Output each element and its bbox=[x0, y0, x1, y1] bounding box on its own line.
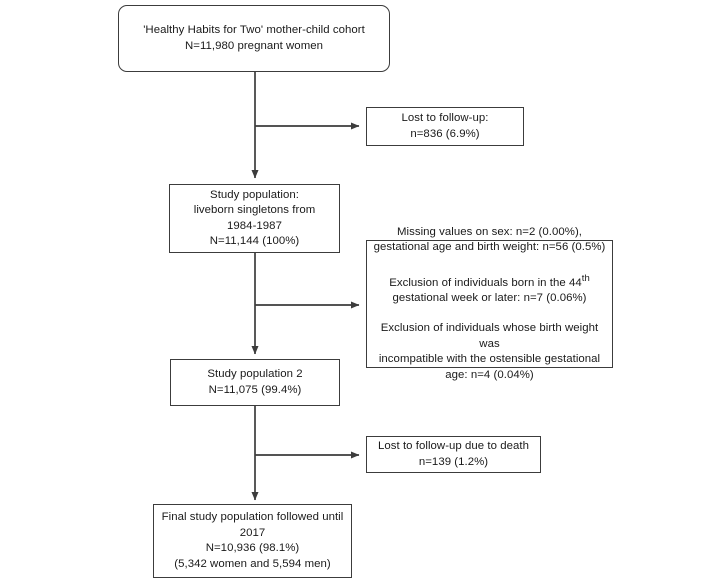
node-cohort[interactable]: 'Healthy Habits for Two' mother-child co… bbox=[118, 5, 390, 72]
node-lost-to-follow-up[interactable]: Lost to follow-up: n=836 (6.9%) bbox=[366, 107, 524, 146]
node-study-population[interactable]: Study population: liveborn singletons fr… bbox=[169, 184, 340, 253]
node-final-study-population-text: Final study population followed until 20… bbox=[161, 511, 344, 570]
node-lost-to-follow-up-death-text: Lost to follow-up due to death n=139 (1.… bbox=[378, 440, 529, 468]
exclusion-paragraph-week-44: Exclusion of individuals born in the 44t… bbox=[373, 271, 606, 307]
node-exclusions-text: Missing values on sex: n=2 (0.00%), gesta… bbox=[373, 225, 606, 384]
node-exclusions[interactable]: Missing values on sex: n=2 (0.00%), gesta… bbox=[366, 226, 613, 381]
exclusion-paragraph-missing-values: Missing values on sex: n=2 (0.00%), gesta… bbox=[373, 225, 606, 256]
exclusion-missing-line-1: Missing values on sex: n=2 (0.00%), bbox=[396, 225, 583, 238]
node-cohort-text: 'Healthy Habits for Two' mother-child co… bbox=[143, 24, 365, 52]
exclusion-missing-line-2: gestational age and birth weight: n=56 (… bbox=[373, 241, 606, 254]
node-lost-to-follow-up-text: Lost to follow-up: n=836 (6.9%) bbox=[401, 112, 489, 140]
node-study-population-2-text: Study population 2 N=11,075 (99.4%) bbox=[207, 368, 303, 396]
node-study-population-2[interactable]: Study population 2 N=11,075 (99.4%) bbox=[170, 359, 340, 406]
node-lost-to-follow-up-death[interactable]: Lost to follow-up due to death n=139 (1.… bbox=[366, 436, 541, 473]
node-study-population-text: Study population: liveborn singletons fr… bbox=[193, 188, 316, 248]
node-final-study-population[interactable]: Final study population followed until 20… bbox=[153, 504, 352, 578]
exclusion-paragraph-birth-weight: Exclusion of individuals whose birth wei… bbox=[378, 322, 601, 381]
exclusion-week44-after: gestational week or later: n=7 (0.06%) bbox=[392, 291, 587, 304]
exclusion-week44-before: Exclusion of individuals born in the 44 bbox=[389, 276, 582, 289]
exclusion-week44-superscript: th bbox=[581, 272, 590, 284]
